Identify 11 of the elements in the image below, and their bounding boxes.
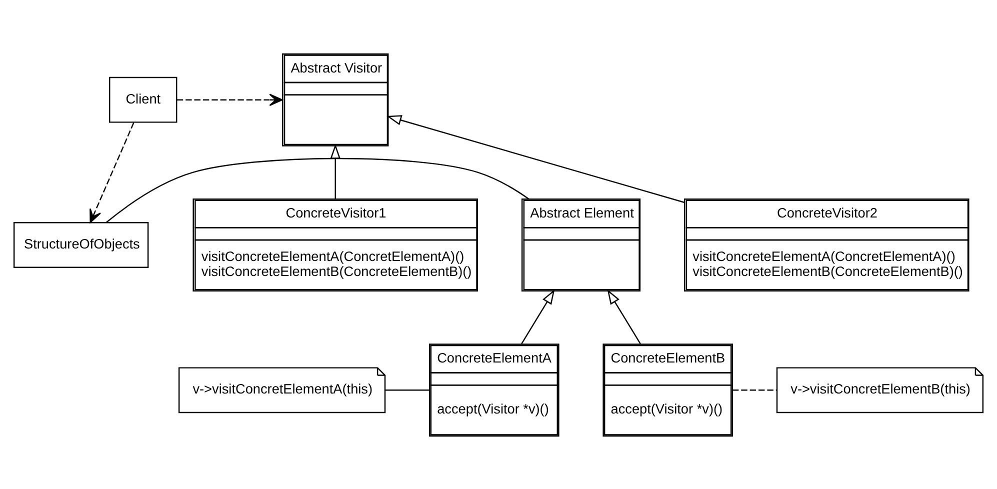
node-box: Client xyxy=(108,76,178,122)
node-box: StructureOfObjects xyxy=(13,222,149,268)
connector xyxy=(732,389,777,390)
arrow xyxy=(607,288,641,344)
arrow xyxy=(521,288,555,344)
arrow xyxy=(90,122,134,222)
connector xyxy=(106,157,530,222)
arrow xyxy=(330,143,341,198)
arrow xyxy=(386,114,684,202)
arrow xyxy=(176,93,283,106)
connector xyxy=(385,389,430,390)
